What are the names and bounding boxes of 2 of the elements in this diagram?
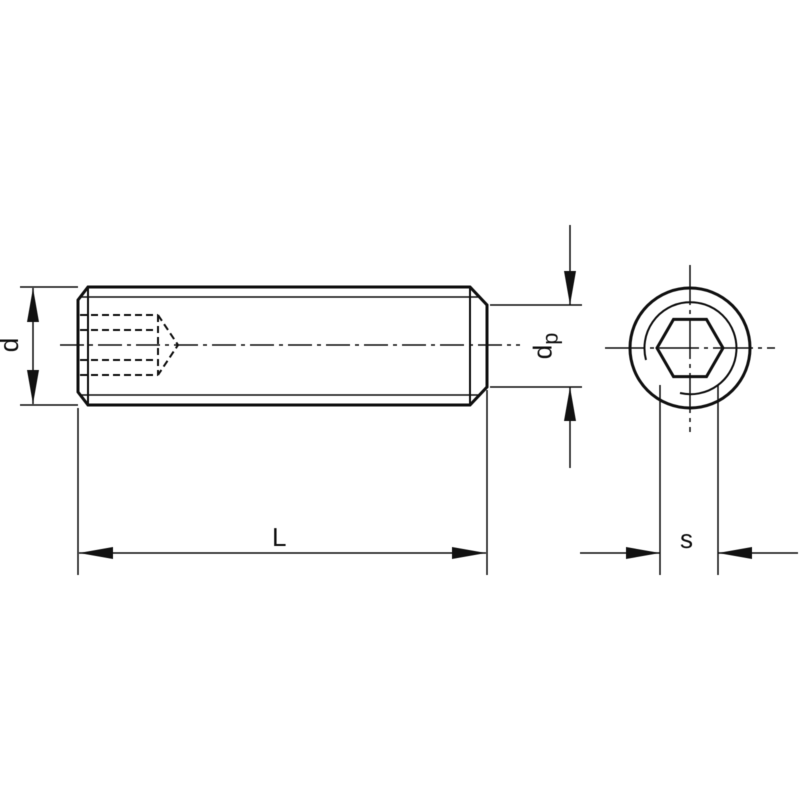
dimension-label: s xyxy=(680,526,693,552)
dimension-label: L xyxy=(272,524,286,550)
